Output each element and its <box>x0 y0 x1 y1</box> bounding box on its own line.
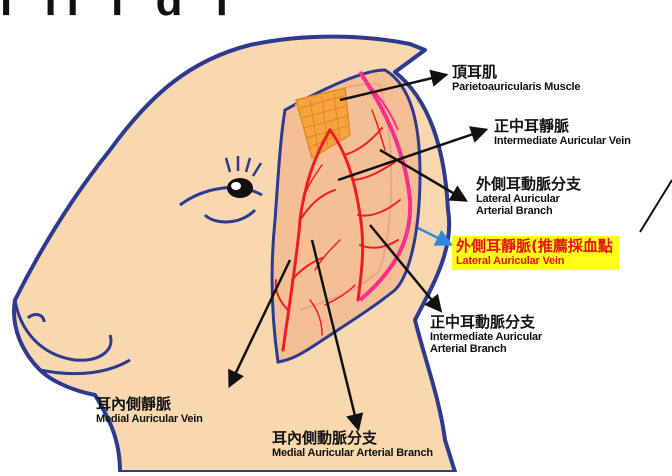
label-en-line2: Arterial Branch <box>430 343 542 355</box>
label-medial-vein: 耳內側靜脈 Medial Auricular Vein <box>96 396 203 425</box>
label-zh: 外側耳動脈分支 <box>476 176 581 193</box>
label-en-line1: Lateral Auricular <box>476 193 581 205</box>
label-en: Parietoauricularis Muscle <box>452 81 580 93</box>
label-zh: 頂耳肌 <box>452 64 580 81</box>
label-parietoauricularis: 頂耳肌 Parietoauricularis Muscle <box>452 64 580 93</box>
label-medial-artery: 耳內側動脈分支 Medial Auricular Arterial Branch <box>272 430 433 459</box>
label-en: Medial Auricular Vein <box>96 413 203 425</box>
label-intermediate-artery: 正中耳動脈分支 Intermediate Auricular Arterial … <box>430 314 542 355</box>
label-zh: 耳內側動脈分支 <box>272 430 433 447</box>
label-zh: 正中耳靜脈 <box>494 118 631 135</box>
label-en-line2: Arterial Branch <box>476 205 581 217</box>
label-zh: 外側耳靜脈(推薦採血點 <box>456 238 613 255</box>
label-zh: 耳內側靜脈 <box>96 396 203 413</box>
label-en: Lateral Auricular Vein <box>456 255 613 267</box>
label-en-line1: Intermediate Auricular <box>430 331 542 343</box>
label-lateral-artery: 外側耳動脈分支 Lateral Auricular Arterial Branc… <box>476 176 581 217</box>
label-en: Medial Auricular Arterial Branch <box>272 447 433 459</box>
cropped-header-text: i il i d f <box>0 0 239 26</box>
label-en: Intermediate Auricular Vein <box>494 135 631 147</box>
callout-line <box>640 180 672 232</box>
label-intermediate-vein: 正中耳靜脈 Intermediate Auricular Vein <box>494 118 631 147</box>
label-lateral-vein-highlight: 外側耳靜脈(推薦採血點 Lateral Auricular Vein <box>452 236 619 270</box>
label-zh: 正中耳動脈分支 <box>430 314 542 331</box>
